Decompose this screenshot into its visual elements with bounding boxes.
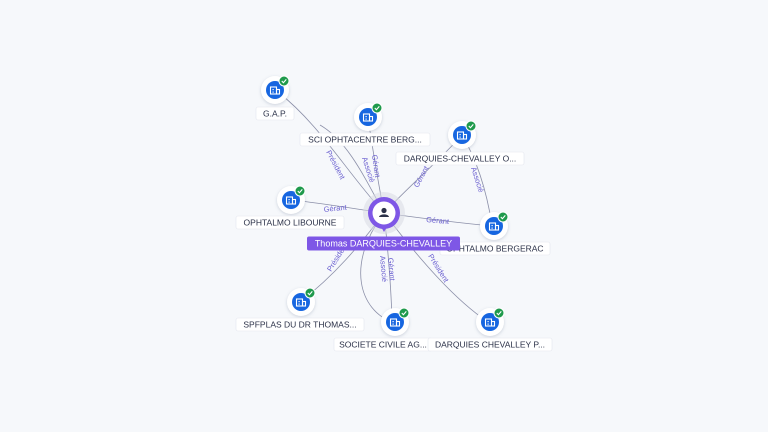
building-icon [484, 318, 496, 327]
person-node[interactable] [363, 192, 405, 234]
company-label-scag[interactable]: SOCIETE CIVILE AG... [339, 340, 427, 350]
company-label-libourne[interactable]: OPHTALMO LIBOURNE [244, 218, 337, 228]
check-icon [294, 185, 306, 197]
check-icon [304, 287, 316, 299]
edge-label-sci-gerant: Gérant [370, 154, 382, 179]
company-label-darq-o[interactable]: DARQUIES-CHEVALLEY O... [404, 154, 517, 164]
check-icon [371, 102, 383, 114]
check-icon [497, 211, 509, 223]
edge-label-darq-o-associe: Associé [469, 166, 486, 194]
building-icon [269, 86, 281, 95]
company-label-darq-p[interactable]: DARQUIES CHEVALLEY P... [435, 340, 545, 350]
company-node-sci[interactable] [354, 102, 383, 131]
building-icon [362, 113, 374, 122]
check-icon [278, 75, 290, 87]
edge-label-scag-gerant: Gérant [386, 257, 397, 282]
company-label-bergerac[interactable]: OPHTALMO BERGERAC [446, 244, 543, 254]
edge-label-bergerac: Gérant [426, 215, 451, 226]
company-label-spfplas[interactable]: SPFPLAS DU DR THOMAS... [243, 320, 356, 330]
check-icon [493, 307, 505, 319]
building-icon [389, 318, 401, 327]
edge-label-darq-o-gerant: Gérant [412, 164, 431, 189]
company-label-sci[interactable]: SCI OPHTACENTRE BERG... [308, 135, 422, 145]
company-node-spfplas[interactable] [287, 287, 316, 316]
company-node-libourne[interactable] [277, 185, 306, 214]
edge-label-gap: Président [324, 149, 347, 182]
company-node-darq-o[interactable] [448, 120, 477, 149]
company-labels: G.A.P. SCI OPHTACENTRE BERG... DARQUIES-… [235, 106, 553, 352]
person-icon [379, 207, 389, 217]
company-node-darq-p[interactable] [476, 307, 505, 336]
company-label-gap[interactable]: G.A.P. [263, 109, 287, 119]
person-label-bg [307, 236, 460, 251]
person-label[interactable]: Thomas DARQUIES-CHEVALLEY [315, 239, 452, 249]
building-icon [488, 222, 500, 231]
building-icon [295, 298, 307, 307]
edge-label-scag-associe: Associé [378, 255, 389, 282]
building-icon [285, 196, 297, 205]
edge-label-libourne: Gérant [323, 203, 348, 214]
company-node-bergerac[interactable] [480, 211, 509, 240]
check-icon [398, 307, 410, 319]
company-node-gap[interactable] [261, 75, 290, 104]
check-icon [465, 120, 477, 132]
building-icon [456, 131, 468, 140]
company-node-scag[interactable] [381, 307, 410, 336]
